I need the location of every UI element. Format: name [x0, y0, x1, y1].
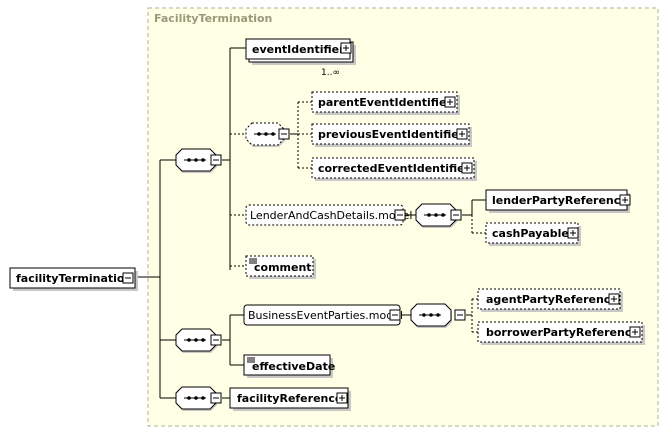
element-parent-event-identifier[interactable]: parentEventIdentifier: [311, 91, 460, 115]
collapse-icon[interactable]: [389, 309, 401, 321]
element-label: facilityReference: [237, 392, 342, 405]
group-label: LenderAndCashDetails.model: [250, 209, 412, 222]
collapse-icon[interactable]: [210, 154, 222, 166]
element-label: effectiveDate: [252, 360, 335, 373]
collapse-icon[interactable]: [454, 309, 466, 321]
sequence-compositor[interactable]: [175, 328, 222, 353]
sequence-compositor[interactable]: [415, 203, 462, 228]
group-business-event-parties[interactable]: BusinessEventParties.model: [243, 304, 403, 326]
element-effective-date[interactable]: effectiveDate: [243, 354, 335, 378]
element-label: borrowerPartyReference: [486, 326, 639, 339]
root-element[interactable]: facilityTermination: [9, 267, 138, 291]
expand-icon[interactable]: [619, 194, 631, 206]
element-comment[interactable]: comment: [245, 255, 316, 279]
element-label: cashPayable: [492, 227, 569, 240]
element-event-identifier[interactable]: eventIdentifier 1..∞: [245, 38, 356, 78]
element-borrower-party-reference[interactable]: borrowerPartyReference: [477, 321, 645, 345]
element-label: parentEventIdentifier: [318, 96, 452, 109]
element-label: comment: [254, 261, 312, 274]
element-facility-reference[interactable]: facilityReference: [229, 387, 351, 411]
simple-content-icon: [247, 357, 255, 363]
element-lender-party-reference[interactable]: lenderPartyReference: [485, 189, 631, 213]
collapse-icon[interactable]: [210, 392, 222, 404]
element-agent-party-reference[interactable]: agentPartyReference: [477, 288, 623, 312]
sequence-compositor[interactable]: [175, 148, 222, 173]
collapse-icon[interactable]: [122, 272, 134, 284]
element-label: lenderPartyReference: [492, 194, 628, 207]
element-label: previousEventIdentifier: [318, 128, 465, 141]
cardinality-label: 1..∞: [321, 68, 340, 78]
expand-icon[interactable]: [444, 96, 456, 108]
root-label: facilityTermination: [16, 272, 132, 285]
element-previous-event-identifier[interactable]: previousEventIdentifier: [311, 123, 472, 147]
collapse-icon[interactable]: [210, 334, 222, 346]
group-label: BusinessEventParties.model: [248, 309, 403, 322]
collapse-icon[interactable]: [394, 209, 406, 221]
simple-content-icon: [249, 258, 257, 264]
expand-icon[interactable]: [456, 128, 468, 140]
expand-icon[interactable]: [336, 392, 348, 404]
choice-compositor[interactable]: [245, 122, 290, 147]
expand-icon[interactable]: [461, 162, 473, 174]
expand-icon[interactable]: [608, 293, 620, 305]
element-corrected-event-identifier[interactable]: correctedEventIdentifier: [311, 157, 477, 181]
group-lender-and-cash-details[interactable]: LenderAndCashDetails.model: [245, 204, 412, 226]
complex-type-title: FacilityTermination: [154, 12, 272, 25]
element-label: agentPartyReference: [486, 293, 618, 306]
element-cash-payable[interactable]: cashPayable: [485, 222, 581, 246]
element-label: eventIdentifier: [252, 43, 345, 56]
sequence-compositor[interactable]: [175, 386, 222, 411]
collapse-icon[interactable]: [450, 209, 462, 221]
sequence-compositor[interactable]: [410, 303, 466, 328]
element-label: correctedEventIdentifier: [318, 162, 471, 175]
collapse-icon[interactable]: [278, 128, 290, 140]
expand-icon[interactable]: [340, 42, 352, 54]
expand-icon[interactable]: [629, 326, 641, 338]
expand-icon[interactable]: [567, 227, 579, 239]
connectors: [135, 47, 486, 399]
